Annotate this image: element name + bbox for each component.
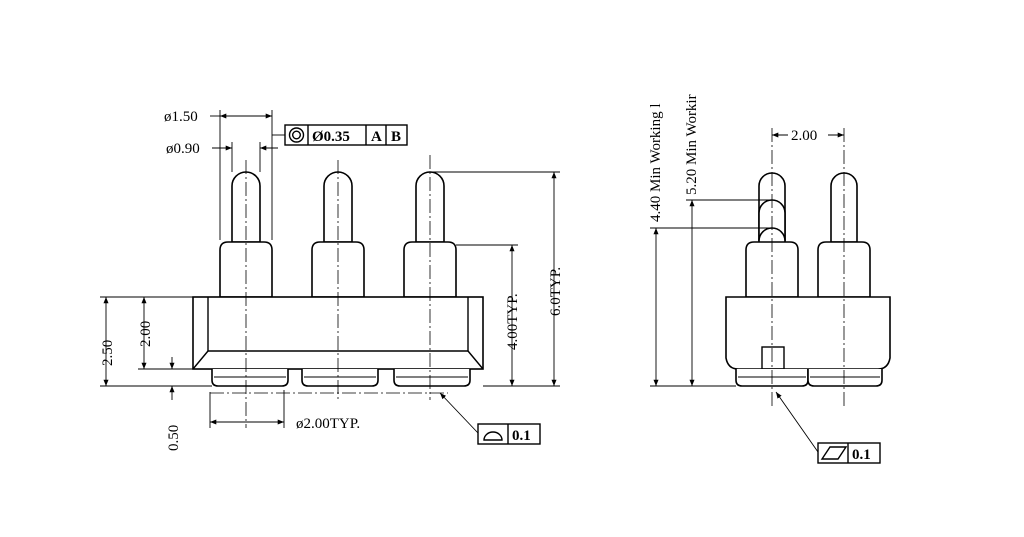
side-body	[725, 296, 891, 370]
height-body-label: 2.50	[100, 340, 116, 366]
front-centerlines	[245, 155, 431, 428]
front-bottom-pads	[210, 369, 471, 394]
dim-min-working-1: 4.40 Min Working l	[648, 103, 772, 387]
front-pin-1	[219, 171, 273, 298]
fcf-tolerance: Ø0.35	[312, 129, 350, 145]
dim-height-total: 6.0TYP.	[430, 171, 564, 387]
dia-tip-label: ø0.90	[166, 141, 200, 157]
flatness-tolerance: 0.1	[852, 447, 871, 463]
dim-min-working-2: 5.20 Min Workir	[684, 94, 772, 387]
dim-pitch-front: ø2.00TYP.	[209, 390, 360, 432]
fcf-datum-a: A	[371, 129, 382, 145]
min-working-2-label: 5.20 Min Workir	[684, 94, 700, 195]
dim-dia-head: ø1.50	[164, 109, 273, 240]
min-working-1-label: 4.40 Min Working l	[648, 103, 664, 222]
flatness-icon	[820, 446, 848, 460]
bottom-offset-label: 0.50	[166, 425, 182, 451]
fcf-concentricity: Ø0.35 A B	[272, 124, 408, 146]
dim-pitch-side: 2.00	[772, 126, 844, 144]
height-body-inner-label: 2.00	[138, 321, 154, 347]
fcf-datum-b: B	[391, 129, 401, 145]
side-centerlines	[771, 128, 845, 408]
profile-of-surface-icon	[483, 431, 503, 441]
side-view: 2.00 5.20 Min Workir 4.40 Min Working l …	[648, 94, 891, 464]
front-view: ø1.50 ø0.90 Ø0.35 A B	[100, 109, 564, 451]
side-bottom-pads	[735, 369, 883, 387]
dia-head-label: ø1.50	[164, 109, 198, 125]
dim-height-body-inner: 2.00	[138, 296, 193, 370]
dim-height-plunger: 4.00TYP.	[456, 244, 521, 386]
dim-bottom-offset: 0.50	[166, 357, 182, 451]
concentricity-icon	[288, 127, 305, 143]
height-plunger-label: 4.00TYP.	[505, 293, 521, 350]
fcf-flatness: 0.1	[775, 391, 881, 464]
pitch-front-label: ø2.00TYP.	[296, 416, 360, 432]
pitch-side-label: 2.00	[791, 128, 817, 144]
profile-tolerance: 0.1	[512, 428, 531, 444]
dim-dia-tip: ø0.90	[166, 141, 278, 172]
height-total-label: 6.0TYP.	[548, 267, 564, 316]
fcf-profile: 0.1	[439, 392, 541, 445]
